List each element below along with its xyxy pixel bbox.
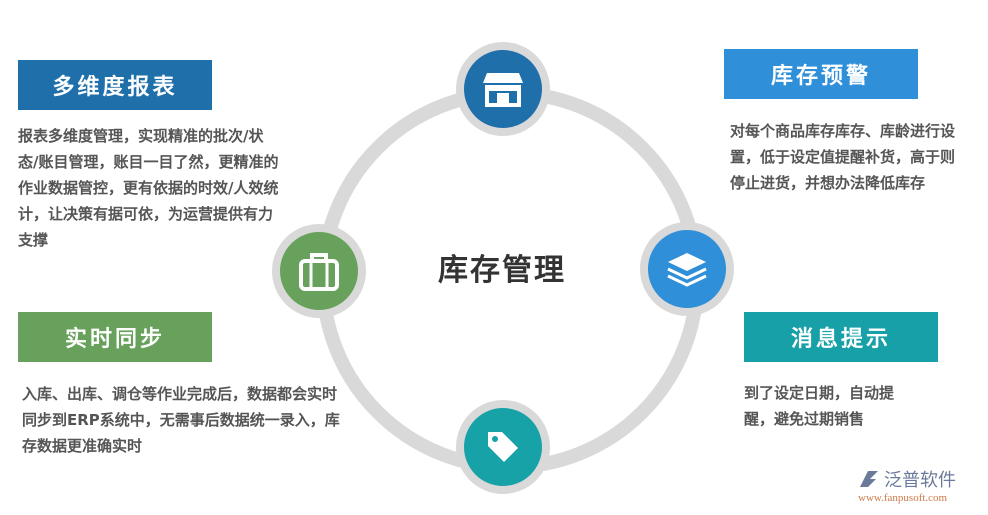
layers-node xyxy=(640,222,734,316)
section-desc-alert: 对每个商品库存库存、库龄进行设置，低于设定值提醒补货，高于则停止进货，并想办法降… xyxy=(730,122,956,192)
section-desc-notify: 到了设定日期，自动提醒，避免过期销售 xyxy=(744,384,895,428)
layers-icon xyxy=(667,253,707,287)
store-icon xyxy=(483,73,523,107)
section-title-notify: 消息提示 xyxy=(744,312,938,362)
tags-icon xyxy=(488,432,518,462)
bag-node xyxy=(272,224,366,318)
logo-url: www.fanpusoft.com xyxy=(858,492,948,504)
section-desc-reports: 报表多维度管理，实现精准的批次/状态/账目管理，账目一目了然，更精准的作业数据管… xyxy=(18,127,279,249)
section-desc-sync: 入库、出库、调仓等作业完成后，数据都会实时同步到ERP系统中，无需事后数据统一录… xyxy=(22,385,340,455)
center-title: 库存管理 xyxy=(438,253,566,288)
logo: 泛普软件 www.fanpusoft.com xyxy=(858,466,986,504)
logo-icon xyxy=(860,471,878,487)
section-title-alert: 库存预警 xyxy=(724,49,918,99)
store-node xyxy=(456,42,550,136)
section-title-sync: 实时同步 xyxy=(18,312,212,362)
section-title-reports: 多维度报表 xyxy=(18,60,212,110)
logo-name: 泛普软件 xyxy=(884,470,956,491)
bag-icon xyxy=(299,253,339,291)
tag-node xyxy=(456,400,550,494)
